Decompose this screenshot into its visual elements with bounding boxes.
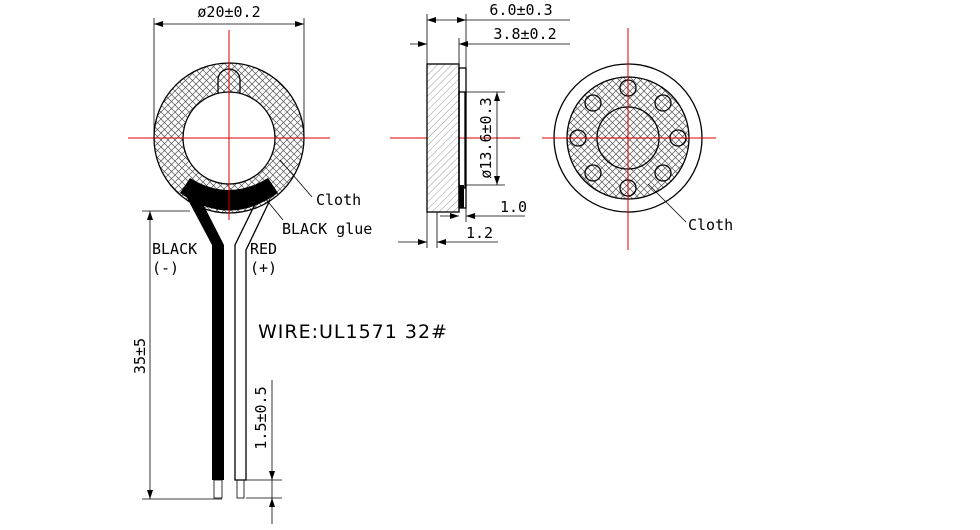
outer-diameter-label: ø20±0.2 bbox=[197, 3, 260, 21]
cloth-back-label: Cloth bbox=[688, 216, 733, 234]
red-wire-label: RED bbox=[250, 240, 277, 258]
inner-diameter-label: ø13.6±0.3 bbox=[477, 97, 495, 178]
front-view: ø20±0.2 Cloth BLACK glue BLACK (-) RED (… bbox=[128, 3, 448, 524]
back-view: Cloth bbox=[542, 28, 733, 250]
black-wire-label: BLACK bbox=[152, 240, 197, 258]
cloth-front-label: Cloth bbox=[316, 191, 361, 209]
red-polarity-label: (+) bbox=[250, 259, 277, 277]
black-wire bbox=[187, 198, 224, 480]
rim-thickness-label: 1.0 bbox=[500, 198, 527, 216]
wire-length-label: 35±5 bbox=[131, 338, 149, 374]
black-polarity-label: (-) bbox=[152, 259, 179, 277]
wire-spec-label: WIRE:UL1571 32# bbox=[258, 321, 448, 343]
strip-length-label: 1.5±0.5 bbox=[252, 386, 270, 449]
total-thickness-label: 6.0±0.3 bbox=[489, 1, 552, 19]
side-body bbox=[426, 63, 460, 213]
body-thickness-label: 3.8±0.2 bbox=[493, 25, 556, 43]
black-glue-label: BLACK glue bbox=[282, 220, 372, 238]
side-view: 6.0±0.3 3.8±0.2 ø13.6±0.3 1.0 1.2 bbox=[390, 1, 570, 248]
base-thickness-label: 1.2 bbox=[466, 224, 493, 242]
